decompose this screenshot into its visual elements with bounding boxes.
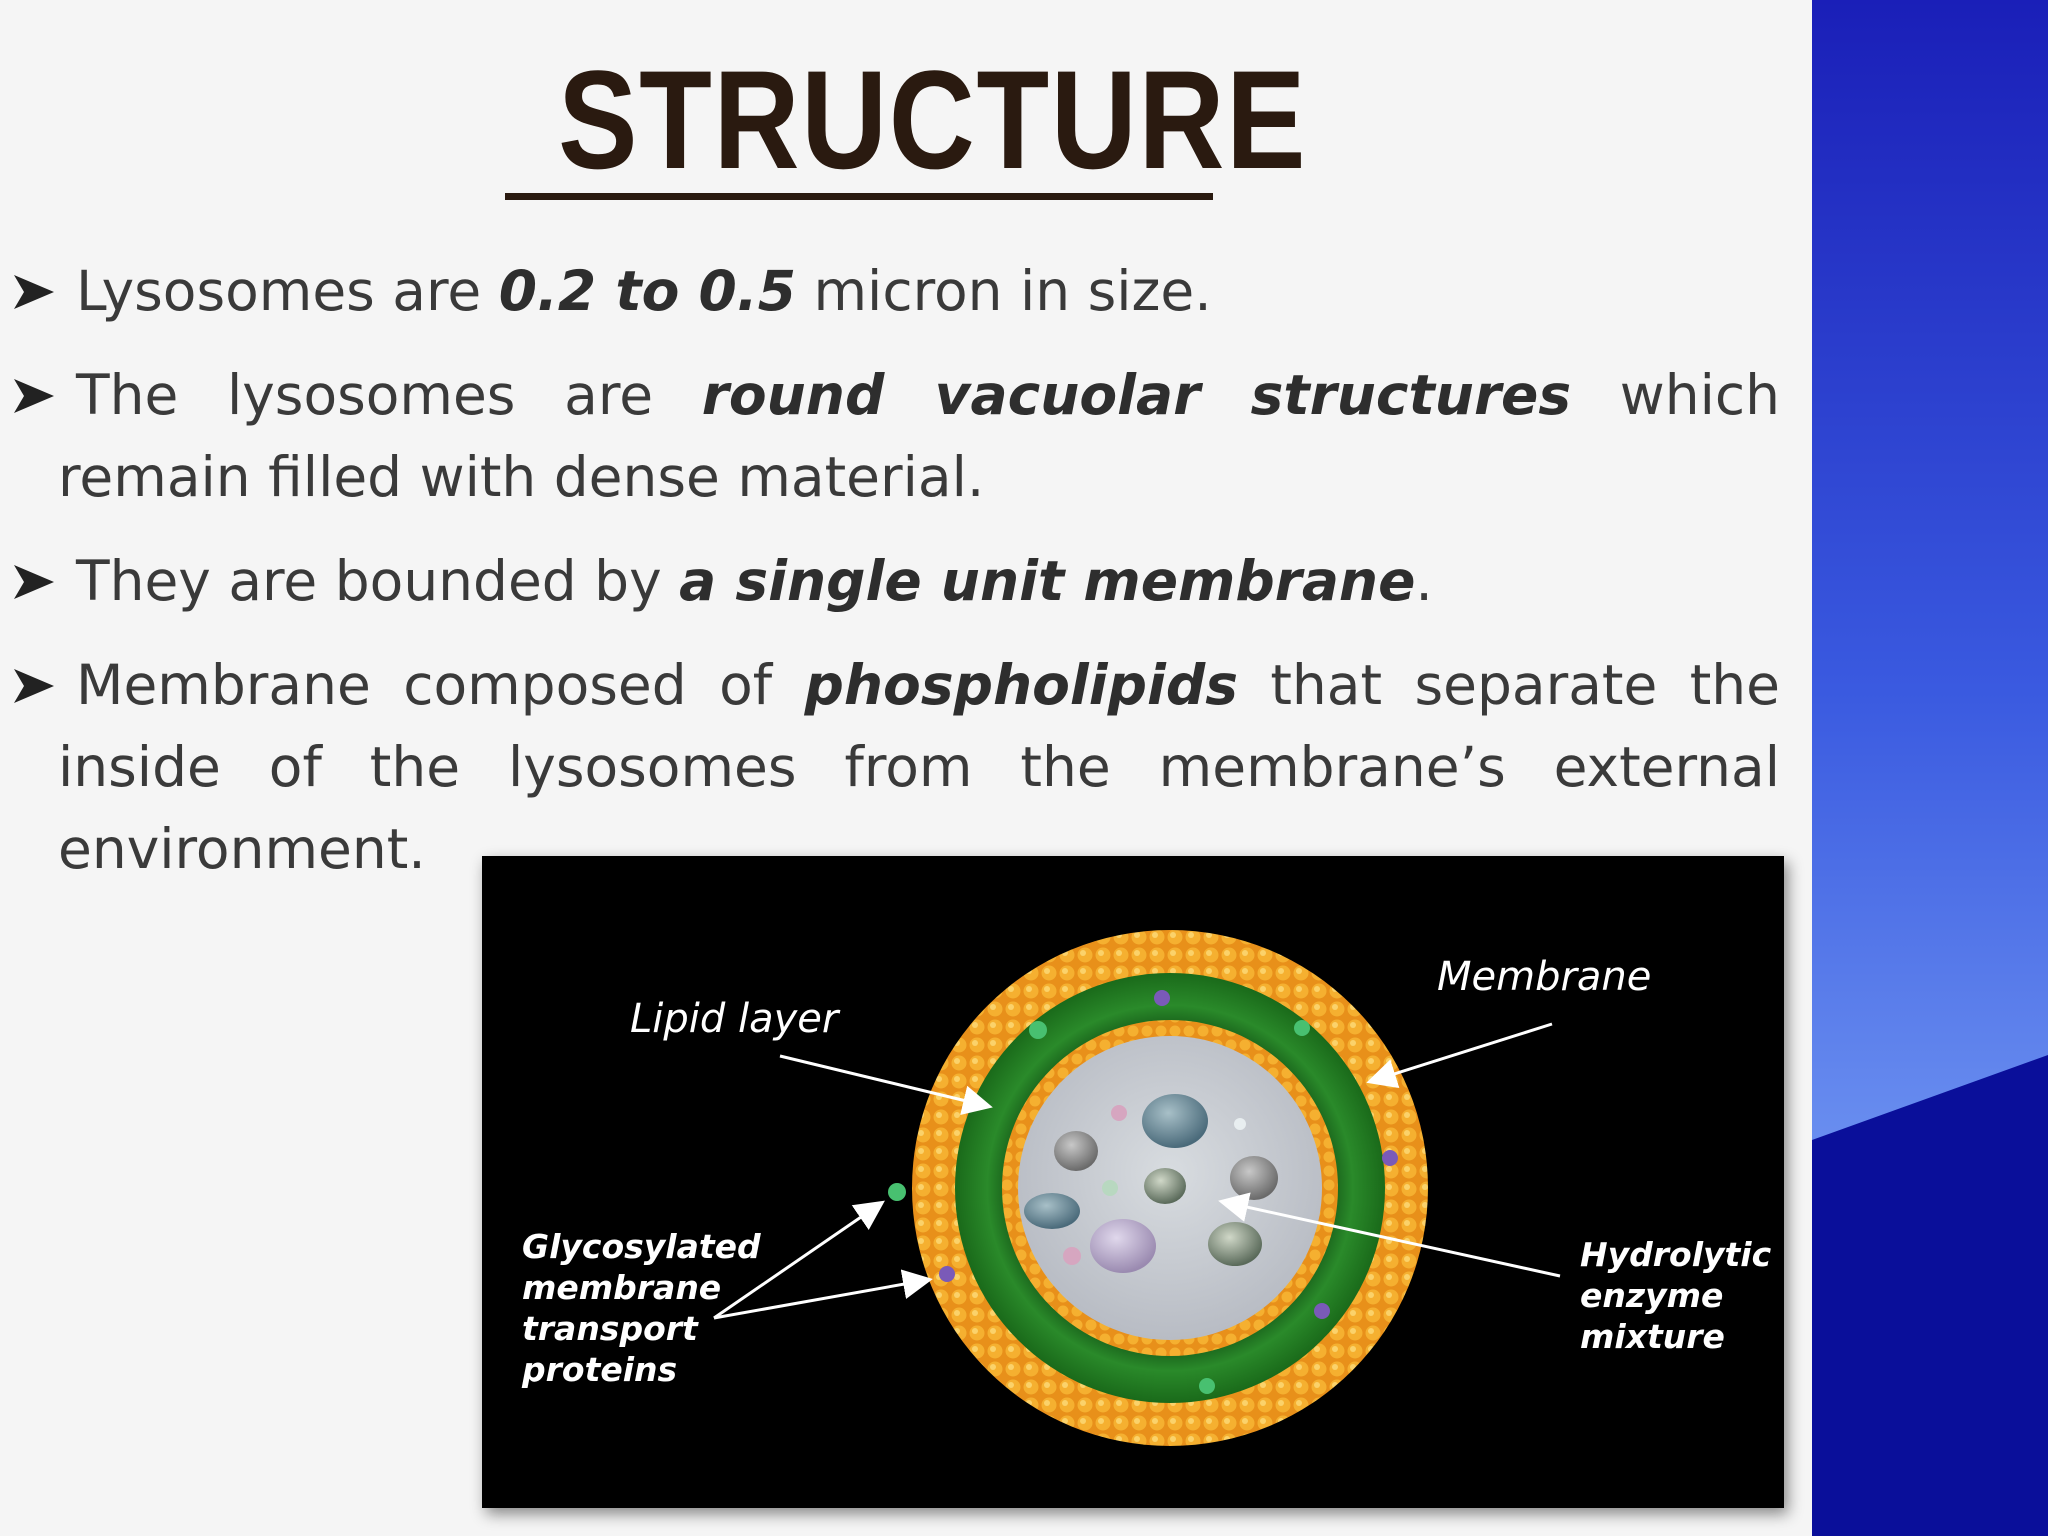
bullet-text-part: that separate the inside of the lysosome…	[58, 653, 1781, 881]
vesicle	[1142, 1094, 1208, 1148]
bullet-item: Membrane composed of phospholipids that …	[10, 644, 1780, 890]
label-lipid-layer: Lipid layer	[630, 996, 839, 1042]
vesicle	[1054, 1131, 1098, 1171]
vesicle	[1024, 1193, 1080, 1229]
pointer-lipid-layer	[779, 1054, 993, 1115]
title-underline	[505, 193, 1213, 200]
decorative-side-band	[1812, 0, 2048, 1536]
label-glycosylated-proteins: Glycosylated membrane transport proteins	[522, 1227, 761, 1389]
transport-protein	[1154, 990, 1170, 1006]
bullet-text: Lysosomes are 0.2 to 0.5 micron in size.	[10, 250, 1780, 332]
bullet-emphasis: phospholipids	[804, 653, 1238, 717]
lysosome-diagram: Lipid layer Membrane Glycosylated membra…	[482, 856, 1784, 1508]
bullet-text-part: which remain filled with dense material.	[58, 363, 1780, 509]
vesicle	[1063, 1247, 1081, 1265]
bullet-list: Lysosomes are 0.2 to 0.5 micron in size.…	[10, 250, 1780, 912]
vesicle	[1208, 1222, 1262, 1266]
slide: STRUCTURE Lysosomes are 0.2 to 0.5 micro…	[10, 41, 1784, 1508]
bullet-item: Lysosomes are 0.2 to 0.5 micron in size.	[10, 250, 1780, 332]
vesicle	[1234, 1118, 1246, 1130]
bullet-text-part: Lysosomes are	[76, 259, 499, 323]
pointer-glyco-1	[713, 1200, 885, 1320]
pointer-membrane	[1366, 1022, 1553, 1089]
transport-protein	[1029, 1021, 1047, 1039]
bullet-text-part: micron in size.	[795, 259, 1212, 323]
pointer-glyco-2	[713, 1269, 933, 1320]
bullet-text-part: They are bounded by	[76, 549, 680, 613]
side-band-graphic	[1812, 0, 2048, 1536]
vesicle	[1230, 1156, 1278, 1200]
vesicle	[1111, 1105, 1127, 1121]
transport-protein	[1294, 1020, 1310, 1036]
label-hydrolytic-enzyme: Hydrolytic enzyme mixture	[1580, 1235, 1772, 1356]
bullet-item: The lysosomes are round vacuolar structu…	[10, 354, 1780, 518]
bullet-text: Membrane composed of phospholipids that …	[10, 644, 1780, 890]
bullet-emphasis: 0.2 to 0.5	[498, 259, 796, 323]
transport-protein	[888, 1183, 906, 1201]
pointer-hydrolytic	[1218, 1192, 1561, 1278]
arrow-bullet-icon	[14, 669, 54, 703]
bullet-text-part: .	[1415, 549, 1433, 613]
vesicle	[1102, 1180, 1118, 1196]
bullet-text: They are bounded by a single unit membra…	[10, 540, 1780, 622]
transport-protein	[1314, 1303, 1330, 1319]
vesicle	[1090, 1219, 1156, 1273]
bullet-text-part: The lysosomes are	[76, 363, 702, 427]
transport-protein	[1382, 1150, 1398, 1166]
vesicle	[1144, 1168, 1186, 1204]
arrow-bullet-icon	[14, 379, 54, 413]
bullet-emphasis: a single unit membrane	[679, 549, 1416, 613]
lysosome-illustration	[713, 930, 1561, 1446]
label-membrane: Membrane	[1437, 954, 1652, 1000]
transport-protein	[1199, 1378, 1215, 1394]
arrow-bullet-icon	[14, 565, 54, 599]
bullet-emphasis: round vacuolar structures	[701, 363, 1572, 427]
bullet-text: The lysosomes are round vacuolar structu…	[10, 354, 1780, 518]
transport-protein	[939, 1266, 955, 1282]
arrow-bullet-icon	[14, 275, 54, 309]
bullet-text-part: Membrane composed of	[76, 653, 805, 717]
slide-title: STRUCTURE	[558, 41, 1308, 198]
bullet-item: They are bounded by a single unit membra…	[10, 540, 1780, 622]
